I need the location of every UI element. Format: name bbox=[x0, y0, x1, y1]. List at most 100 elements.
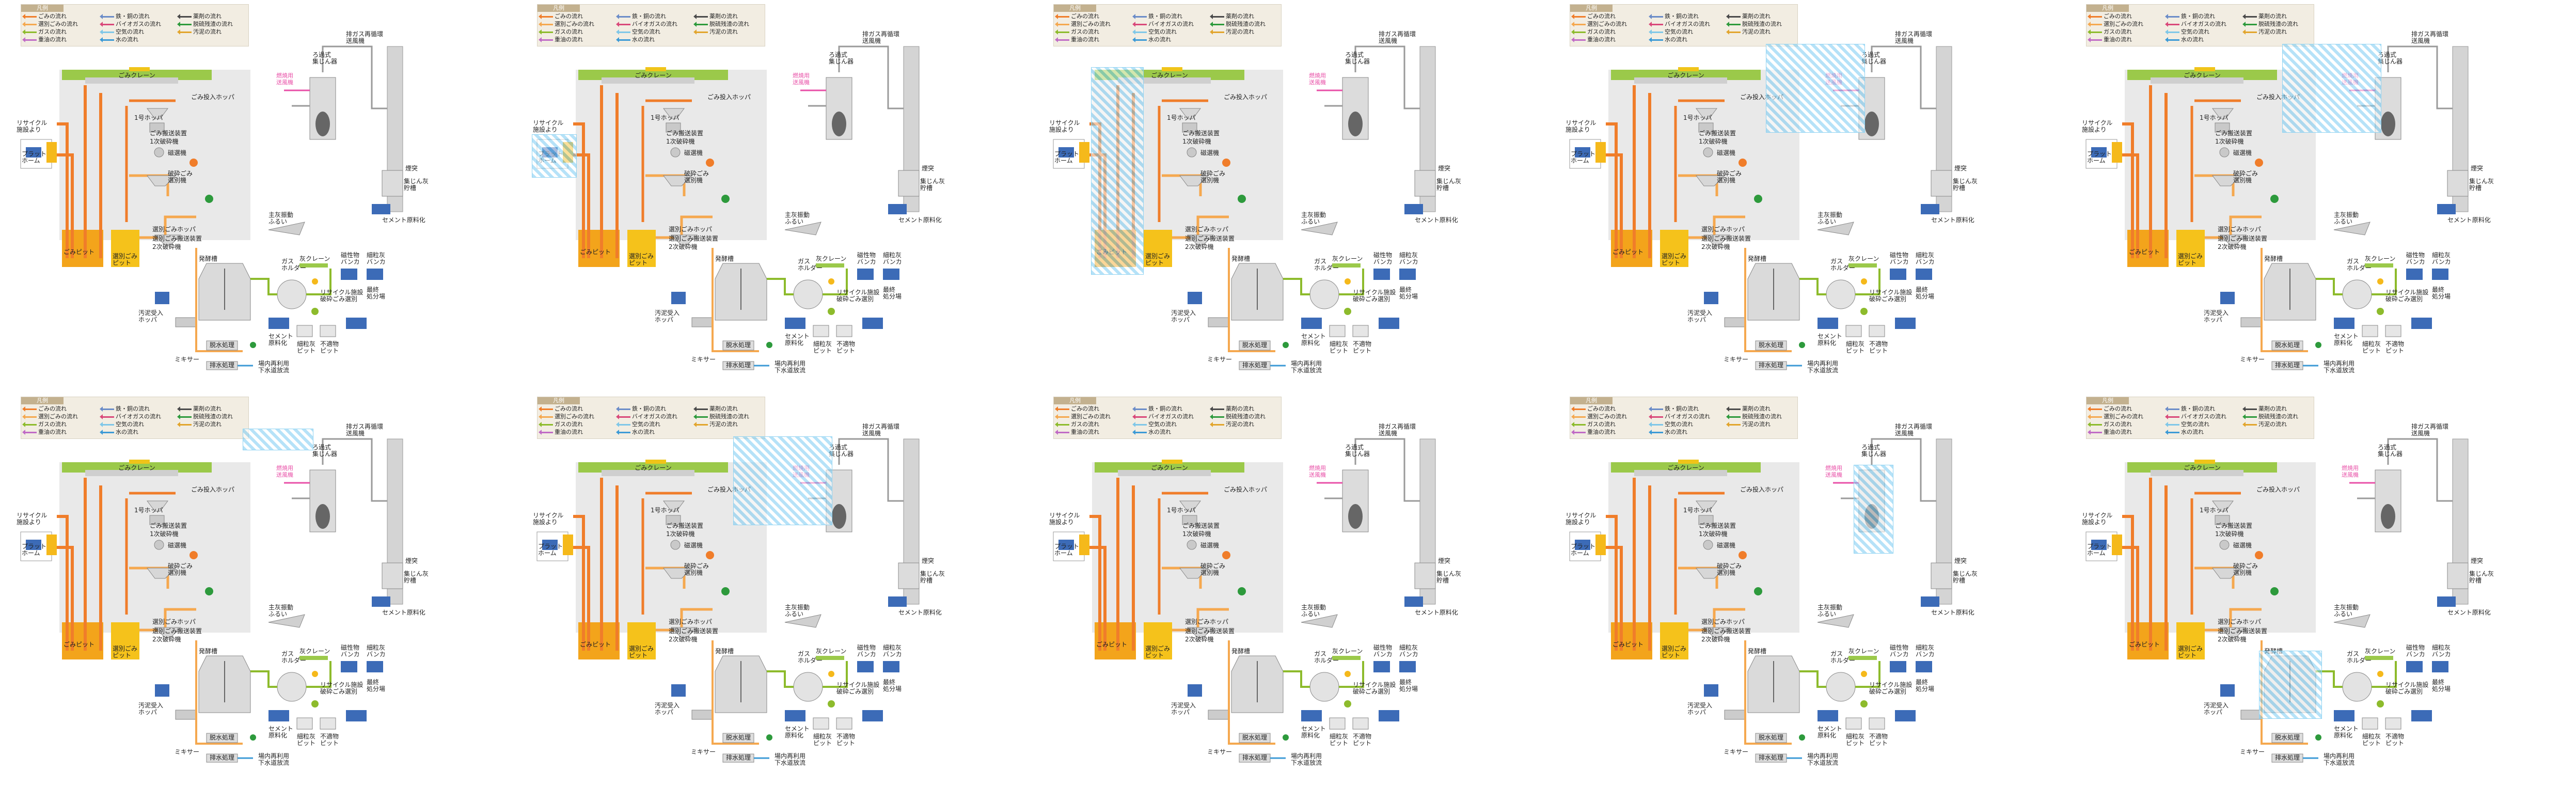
label-recycle-from: リサイクル 施設より bbox=[1566, 119, 1597, 133]
legend-item: 薬剤の流れ bbox=[1210, 13, 1254, 20]
legend-item: バイオガスの流れ bbox=[616, 21, 677, 27]
highlight-legend-side[interactable] bbox=[243, 429, 313, 450]
ash-crane-rail bbox=[816, 263, 844, 268]
label-sort-pit: 選別ごみ ピット bbox=[113, 645, 138, 659]
legend-item: ごみの流れ bbox=[22, 13, 67, 20]
label-fine-ash-pit: 細粒灰 ピット bbox=[813, 733, 832, 747]
arrow-left-icon bbox=[1132, 13, 1147, 19]
highlight-bag-filter[interactable] bbox=[1854, 465, 1893, 554]
arrow-left-icon bbox=[1649, 21, 1663, 27]
legend-item-label: バイオガスの流れ bbox=[1665, 413, 1710, 420]
label-main-ash-sieve: 主灰振動 ふるい bbox=[785, 604, 810, 618]
arrow-left-icon bbox=[2242, 406, 2257, 412]
ash-silo bbox=[898, 562, 920, 589]
label-recycle-from: リサイクル 施設より bbox=[17, 512, 48, 526]
dewater-box bbox=[206, 733, 238, 743]
label-wastewater: 排水処理 bbox=[1759, 754, 1784, 761]
label-sorted-hopper: 選別ごみホッパ bbox=[152, 226, 196, 233]
ash-sieve-shape bbox=[268, 614, 305, 628]
legend-item: 水の流れ bbox=[616, 36, 655, 43]
label-magnetic-bunker: 磁性物 バンカ bbox=[2406, 644, 2425, 658]
highlight-upper-space[interactable] bbox=[733, 436, 832, 525]
label-cement-raw: セメント 原料化 bbox=[1301, 725, 1326, 739]
legend-item: バイオガスの流れ bbox=[2165, 21, 2226, 27]
arrow-left-icon bbox=[1210, 414, 1224, 419]
arrow-left-icon bbox=[22, 13, 37, 19]
arrow-left-icon bbox=[2165, 37, 2179, 42]
crane-girder bbox=[1634, 77, 1727, 84]
label-ash-hopper: 集じん灰 貯槽 bbox=[1953, 178, 1978, 192]
platform-door bbox=[563, 535, 573, 555]
ash-crane-rail bbox=[1848, 263, 1877, 268]
label-air-in: 燃焼用 送風機 bbox=[1309, 72, 1326, 86]
sludge-truck bbox=[1188, 292, 1202, 304]
arrow-left-icon bbox=[539, 429, 553, 435]
legend-item-label: 重油の流れ bbox=[38, 36, 67, 43]
legend-item: 選別ごみの流れ bbox=[22, 413, 78, 420]
arrow-left-icon bbox=[2165, 414, 2179, 419]
gas-holder-shape bbox=[1826, 279, 1856, 309]
arrow-left-icon bbox=[539, 37, 553, 42]
legend-item-label: 水の流れ bbox=[632, 36, 655, 43]
legend-item-label: 鉄・銅の流れ bbox=[1148, 13, 1182, 20]
label-recycle-facility: リサイクル施設 破砕ごみ選別 bbox=[1353, 289, 1396, 303]
crusher-shape bbox=[149, 515, 165, 525]
legend-item-label: ごみの流れ bbox=[1587, 13, 1616, 20]
legend-item: 薬剤の流れ bbox=[177, 13, 222, 20]
legend-item: 重油の流れ bbox=[1571, 36, 1616, 43]
highlight-upper-space[interactable] bbox=[2282, 44, 2381, 133]
platform-door bbox=[1079, 535, 1089, 555]
arrow-left-icon bbox=[1649, 13, 1663, 19]
arrow-left-icon bbox=[616, 21, 630, 27]
label-air-in: 燃焼用 送風機 bbox=[1309, 465, 1326, 478]
crane-trolley bbox=[645, 460, 666, 464]
label-crane: ごみクレーン bbox=[1151, 72, 1188, 79]
arrow-left-icon bbox=[1649, 414, 1663, 419]
label-exhaust-gas: 排ガス再循環 送風機 bbox=[346, 423, 384, 437]
legend-item: バイオガスの流れ bbox=[1649, 413, 1710, 420]
ash-silo bbox=[382, 170, 403, 197]
label-crusher2: 2次破砕機 bbox=[1185, 636, 1214, 643]
arrow-left-icon bbox=[22, 414, 37, 419]
legend-item: 選別ごみの流れ bbox=[2088, 413, 2143, 420]
label-wastewater: 排水処理 bbox=[2275, 754, 2300, 761]
gas-holder-shape bbox=[1309, 279, 1339, 309]
label-recycle-from: リサイクル 施設より bbox=[17, 119, 48, 133]
label-sorted-hopper: 選別ごみホッパ bbox=[152, 618, 196, 625]
highlight-fermenter[interactable] bbox=[2259, 651, 2322, 719]
legend-item: 脱硫残渣の流れ bbox=[1210, 413, 1266, 420]
label-hopper-in: ごみ投入ホッパ bbox=[1224, 486, 1268, 493]
highlight-pit-area[interactable] bbox=[1091, 67, 1144, 275]
label-cement: セメント原料化 bbox=[1931, 609, 1974, 616]
legend-item: 選別ごみの流れ bbox=[1055, 413, 1111, 420]
legend-item-label: 汚泥の流れ bbox=[1742, 421, 1771, 428]
label-ash-hopper: 集じん灰 貯槽 bbox=[404, 178, 429, 192]
ash-silo bbox=[898, 170, 920, 197]
label-recycle-facility: リサイクル施設 破砕ごみ選別 bbox=[1869, 681, 1913, 695]
legend-title: 凡例 bbox=[1570, 5, 1613, 12]
hopper-shape bbox=[147, 500, 168, 512]
label-hopper-in: ごみ投入ホッパ bbox=[191, 93, 235, 101]
legend-item-label: 脱硫残渣の流れ bbox=[1226, 21, 1266, 27]
highlight-upper-space[interactable] bbox=[1766, 44, 1865, 133]
label-transport1: ごみ搬送装置 bbox=[150, 130, 187, 137]
label-platform: プラット ホーム bbox=[1054, 543, 1080, 557]
label-magnetic-bunker: 磁性物 バンカ bbox=[341, 251, 360, 265]
arrow-left-icon bbox=[22, 29, 37, 35]
legend-item: 汚泥の流れ bbox=[1726, 28, 1771, 35]
legend-item: 空気の流れ bbox=[1132, 421, 1177, 428]
label-nonmagnetic-pit: 不適物 ピット bbox=[320, 340, 339, 354]
legend-item-label: ガスの流れ bbox=[555, 28, 583, 35]
highlight-platform[interactable] bbox=[532, 134, 577, 178]
arrow-left-icon bbox=[616, 421, 630, 427]
label-cement-raw: セメント 原料化 bbox=[1301, 333, 1326, 347]
process-flow-panel-9: 凡例 ごみの流れ選別ごみの流れガスの流れ重油の流れ鉄・銅の流れバイオガスの流れ空… bbox=[1559, 392, 2065, 775]
label-exhaust-gas: 排ガス再循環 送風機 bbox=[1379, 30, 1416, 44]
legend-item-label: 薬剤の流れ bbox=[1226, 405, 1254, 412]
label-ash-crane: 灰クレーン bbox=[1848, 255, 1879, 262]
label-recycle-facility: リサイクル施設 破砕ごみ選別 bbox=[836, 681, 880, 695]
label-air-in: 燃焼用 送風機 bbox=[2342, 465, 2359, 478]
ash-silo bbox=[2447, 562, 2469, 589]
ash-crane-rail bbox=[816, 656, 844, 660]
label-ash-hopper: 集じん灰 貯槽 bbox=[404, 570, 429, 584]
